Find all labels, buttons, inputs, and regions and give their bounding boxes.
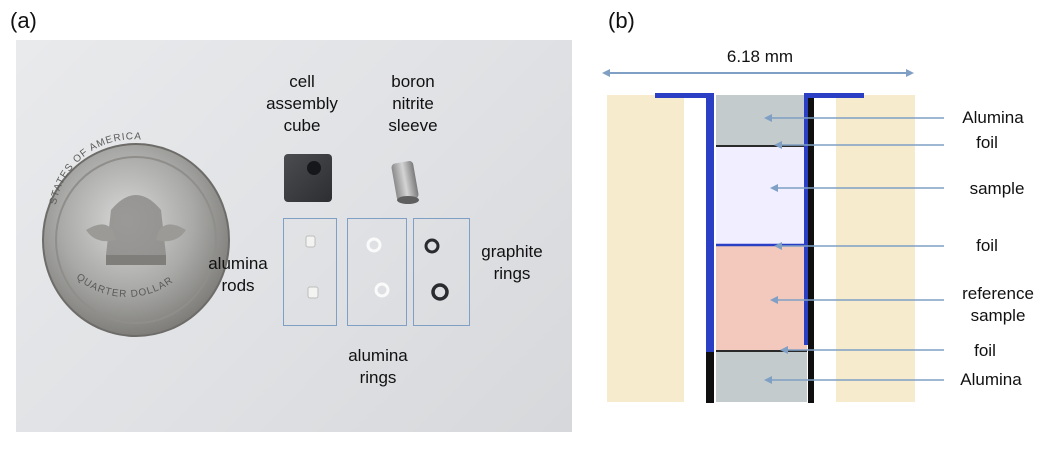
quarter-coin: STATES OF AMERICA QUARTER DOLLAR (42, 131, 230, 337)
photo-panel-a: STATES OF AMERICA QUARTER DOLLAR (16, 40, 572, 432)
label-alumina-top: Alumina (962, 108, 1024, 127)
label-sample: sample (969, 179, 1025, 198)
label-cell-assembly-cube: cell assembly cube (266, 72, 338, 135)
label-foil-1: foil (976, 133, 998, 152)
left-wall-lower (706, 352, 714, 403)
label-alumina-bottom: Alumina (960, 370, 1022, 389)
sample-block (716, 146, 807, 245)
label-boron-nitrite-sleeve: boron nitrite sleeve (388, 72, 438, 135)
alumina-top-block (716, 95, 807, 146)
alumina-ring-1 (366, 237, 382, 253)
alumina-rod-1 (305, 235, 316, 248)
alumina-rings-box (347, 218, 407, 326)
label-alumina-rings: alumina rings (348, 346, 408, 387)
graphite-ring-1 (424, 238, 440, 254)
graphite-ring-2 (431, 283, 449, 301)
left-top-flange (655, 93, 714, 98)
left-sleeve (607, 95, 684, 402)
right-foil-strip (804, 94, 808, 345)
panel-a-label: (a) (10, 8, 37, 33)
left-heater-wall (706, 94, 714, 403)
alumina-rods-box (283, 218, 337, 326)
panel-b-label: (b) (608, 8, 635, 33)
label-reference-sample: reference sample (962, 284, 1034, 325)
reference-sample-block (716, 245, 807, 351)
cell-assembly-cube (284, 154, 332, 202)
photo-illustration: STATES OF AMERICA QUARTER DOLLAR (42, 131, 449, 337)
label-foil-2: foil (976, 236, 998, 255)
right-sleeve (836, 95, 915, 402)
label-graphite-rings: graphite rings (481, 242, 543, 283)
boron-nitrite-sleeve (391, 161, 419, 204)
alumina-ring-2 (374, 282, 390, 298)
label-foil-3: foil (974, 341, 996, 360)
alumina-bottom-block (716, 351, 807, 402)
label-dimension: 6.18 mm (726, 47, 794, 66)
alumina-rod-2 (307, 286, 319, 299)
right-wall (808, 94, 814, 403)
label-alumina-rods: alumina rods (208, 254, 268, 295)
graphite-rings-box (413, 218, 470, 326)
right-top-flange (804, 93, 864, 98)
